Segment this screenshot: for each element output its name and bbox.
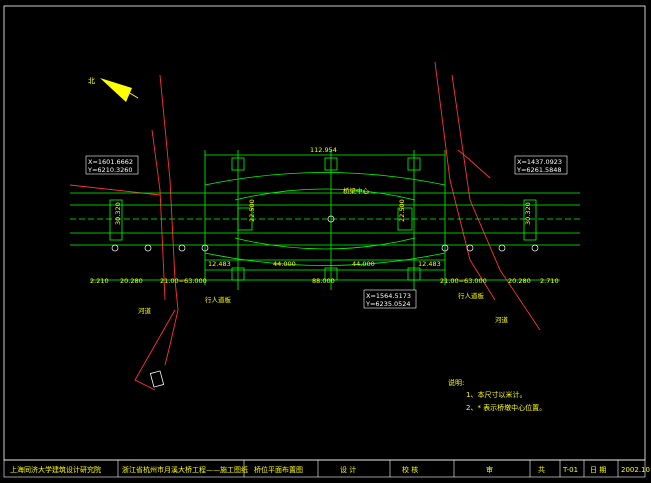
coordinate-box-right: X=1437.0923 Y=6261.5848: [514, 155, 568, 175]
side-width-left2: 22.500: [248, 199, 256, 222]
dim-left-side: 12.483: [208, 260, 231, 268]
north-label: 北: [88, 77, 95, 85]
titleblock-date: 2002.10: [621, 466, 650, 474]
titleblock-company: 上海同济大学建筑设计研究院: [10, 466, 101, 474]
river-label-right: 河道: [495, 315, 509, 324]
dim-span-right: 44.000: [352, 260, 375, 268]
titleblock-date-label: 日 期: [590, 466, 607, 474]
titleblock-approve: 审: [486, 466, 493, 474]
notes: 说明: 1、本尺寸以米计。 2、* 表示桥墩中心位置。: [448, 378, 546, 412]
dim-left-sum: 21.00=63.000: [160, 277, 207, 285]
river-label-left: 河道: [138, 306, 152, 315]
dim-right-sum: 21.00=63.000: [440, 277, 487, 285]
svg-text:Y=6210.3260: Y=6210.3260: [87, 166, 133, 174]
titleblock-design: 设 计: [340, 466, 357, 474]
titleblock-sheet-label: 共: [538, 466, 545, 474]
dim-total-top: 112.954: [310, 146, 337, 154]
dim-edge-right: 2.710: [540, 277, 559, 285]
road-label-left: 行人道板: [205, 295, 232, 304]
svg-text:Y=6261.5848: Y=6261.5848: [516, 166, 562, 174]
side-width-right2: 22.500: [398, 199, 406, 222]
bridge-lines: [70, 150, 580, 290]
dim-bottom-total: 88.000: [312, 277, 335, 285]
side-width-right: 30.320: [524, 202, 532, 225]
side-width-left: 30.320: [114, 202, 122, 225]
title-block: [3, 459, 646, 478]
svg-text:X=1437.0923: X=1437.0923: [517, 158, 562, 166]
north-arrow-icon: 北: [88, 77, 139, 102]
dimension-labels: 112.954 44.000 44.000 88.000 12.483 12.4…: [90, 146, 559, 324]
bridge-center-label: 桥梁中心: [343, 186, 370, 195]
svg-text:X=1601.6662: X=1601.6662: [88, 158, 133, 166]
dim-right-span: 20.280: [508, 277, 531, 285]
titleblock-sheet-no: T-01: [563, 466, 579, 474]
titleblock-drawing: 桥位平面布置图: [254, 466, 303, 474]
svg-text:Y=6235.0524: Y=6235.0524: [365, 300, 411, 308]
titleblock-project: 浙江省杭州市月溪大桥工程——施工图纸: [122, 466, 248, 474]
dim-span-left: 44.000: [273, 260, 296, 268]
dim-left-span: 20.280: [120, 277, 143, 285]
notes-title: 说明:: [448, 378, 464, 387]
svg-text:X=1564.5173: X=1564.5173: [366, 292, 411, 300]
note-item-2: 2、* 表示桥墩中心位置。: [466, 403, 546, 412]
titleblock-check: 校 核: [402, 466, 419, 474]
dim-right-side: 12.483: [418, 260, 441, 268]
road-lines: [69, 61, 541, 391]
small-structure: [149, 370, 165, 388]
road-label-right: 行人道板: [458, 291, 485, 300]
dim-edge-left: 2.210: [90, 277, 109, 285]
pier-markers: [111, 215, 539, 252]
coordinate-box-left: X=1601.6662 Y=6210.3260: [85, 155, 139, 175]
note-item-1: 1、本尺寸以米计。: [466, 390, 526, 399]
coordinate-box-center: X=1564.5173 Y=6235.0524: [363, 289, 417, 309]
